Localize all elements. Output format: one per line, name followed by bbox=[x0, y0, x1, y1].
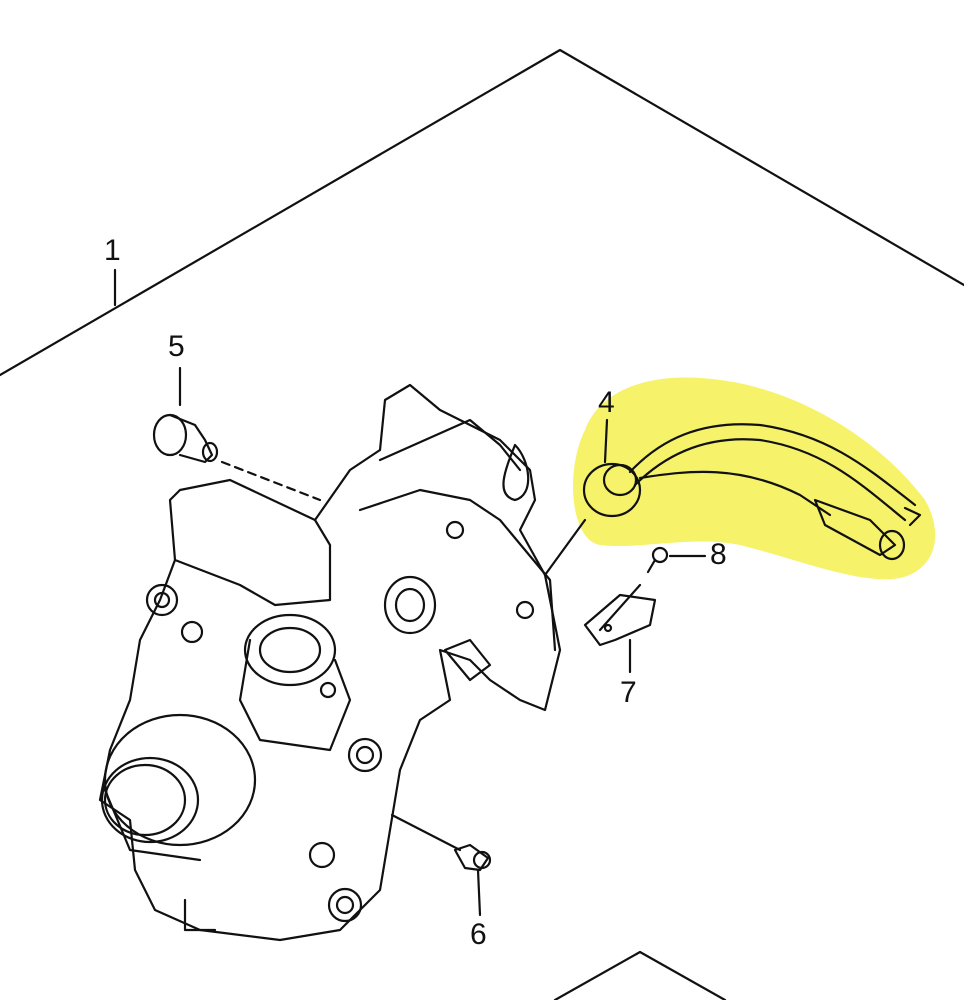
assembly-frame bbox=[0, 48, 964, 377]
part-6-bolt bbox=[453, 843, 492, 872]
leader-6 bbox=[476, 868, 482, 917]
part-4-thermo-switch bbox=[582, 423, 922, 561]
part-1-compressor bbox=[98, 383, 562, 942]
part-8-screw bbox=[646, 546, 669, 574]
part-7-clamp bbox=[583, 593, 657, 647]
callout-6: 6 bbox=[470, 918, 487, 951]
callout-5: 5 bbox=[168, 330, 185, 363]
callout-7: 7 bbox=[620, 676, 637, 709]
callout-8: 8 bbox=[710, 538, 727, 571]
part-5-plug bbox=[152, 413, 219, 464]
leader-4 bbox=[603, 418, 609, 464]
next-assembly-frame bbox=[553, 950, 727, 1000]
callout-1: 1 bbox=[104, 234, 121, 267]
callout-4: 4 bbox=[598, 386, 615, 419]
